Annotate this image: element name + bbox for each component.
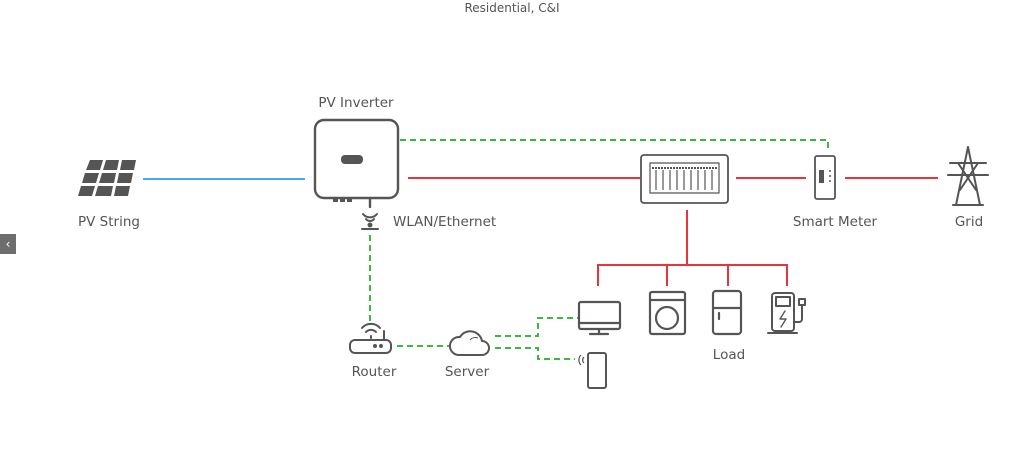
router-label: Router: [352, 364, 397, 380]
monitor-icon: [577, 300, 622, 336]
caption: Residential, C&I: [464, 1, 560, 15]
solar-panel-icon: [78, 160, 136, 196]
wlan-ethernet-label: WLAN/Ethernet: [393, 214, 496, 230]
smart-meter-label: Smart Meter: [793, 214, 878, 230]
load-label: Load: [713, 347, 745, 363]
pv-string-label: PV String: [78, 214, 140, 230]
grid-label: Grid: [955, 214, 983, 230]
washing-machine-icon: [648, 290, 687, 336]
power-tower-icon: [947, 146, 989, 206]
cloud-server-icon: [449, 330, 490, 356]
ac-load-bus: [597, 210, 788, 286]
router-icon: [349, 322, 392, 354]
pv-inverter-label: PV Inverter: [318, 95, 394, 111]
inverter-icon: [313, 118, 400, 209]
comm-line-inverter-meter: [400, 139, 829, 152]
server-label: Server: [445, 364, 490, 380]
wifi-signal-icon: [361, 213, 379, 230]
comm-line-server-phone: [495, 347, 575, 360]
distribution-box-icon: [640, 154, 729, 204]
ev-charger-icon: [767, 292, 806, 334]
comm-line-server-monitor: [495, 317, 578, 337]
smartphone-icon: [578, 352, 607, 389]
carousel-prev-button[interactable]: ‹: [0, 234, 16, 254]
refrigerator-icon: [711, 289, 743, 336]
smart-meter-icon: [814, 155, 836, 200]
